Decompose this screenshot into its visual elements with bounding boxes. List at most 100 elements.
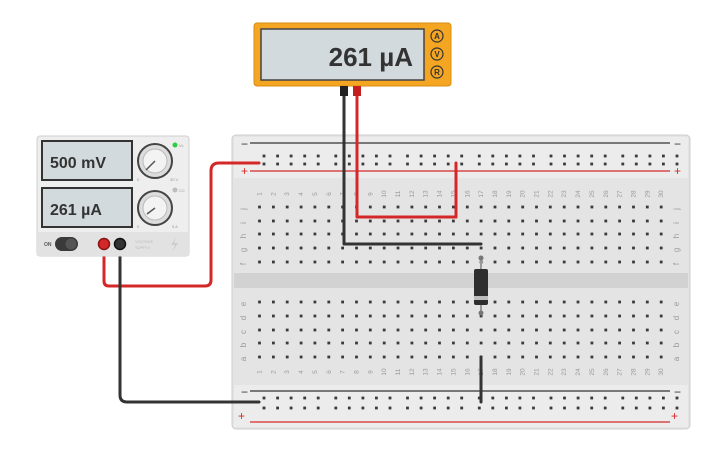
terminal-hole[interactable] (299, 314, 303, 318)
terminal-hole[interactable] (465, 246, 469, 250)
bottom-rail-pos-hole[interactable] (446, 406, 450, 410)
terminal-hole[interactable] (479, 341, 483, 345)
bottom-rail-pos-hole[interactable] (316, 406, 320, 410)
positive-terminal[interactable] (97, 237, 111, 251)
top-rail-neg-hole[interactable] (334, 154, 338, 158)
diode-component[interactable] (474, 255, 488, 316)
terminal-hole[interactable] (507, 246, 511, 250)
terminal-hole[interactable] (272, 328, 275, 332)
terminal-hole[interactable] (548, 355, 552, 359)
terminal-hole[interactable] (313, 300, 317, 304)
top-rail-pos-hole[interactable] (419, 162, 423, 166)
bottom-rail-neg-hole[interactable] (648, 396, 652, 400)
bottom-rail-neg-hole[interactable] (347, 396, 351, 400)
bottom-rail-neg-hole[interactable] (361, 396, 365, 400)
terminal-hole[interactable] (341, 328, 344, 332)
terminal-hole[interactable] (645, 300, 649, 304)
terminal-hole[interactable] (548, 341, 552, 345)
terminal-hole[interactable] (272, 232, 275, 236)
terminal-hole[interactable] (299, 246, 303, 250)
terminal-hole[interactable] (410, 314, 414, 318)
bottom-rail-neg-hole[interactable] (576, 396, 580, 400)
terminal-hole[interactable] (438, 260, 441, 264)
black-probe-terminal[interactable] (340, 86, 348, 96)
top-rail-pos-hole[interactable] (262, 162, 266, 166)
terminal-hole[interactable] (396, 260, 400, 264)
terminal-hole[interactable] (590, 328, 594, 332)
terminal-hole[interactable] (632, 341, 635, 345)
bottom-rail-neg-hole[interactable] (662, 396, 665, 400)
bottom-rail-neg-hole[interactable] (316, 396, 320, 400)
top-rail-pos-hole[interactable] (375, 162, 378, 166)
terminal-hole[interactable] (562, 314, 566, 318)
terminal-hole[interactable] (368, 328, 372, 332)
terminal-hole[interactable] (368, 314, 372, 318)
bottom-rail-neg-hole[interactable] (505, 396, 508, 400)
terminal-hole[interactable] (632, 205, 635, 209)
terminal-hole[interactable] (465, 328, 469, 332)
terminal-hole[interactable] (272, 205, 275, 209)
bottom-rail-pos-hole[interactable] (477, 406, 481, 410)
terminal-hole[interactable] (632, 328, 635, 332)
top-rail-neg-hole[interactable] (662, 154, 665, 158)
terminal-hole[interactable] (562, 246, 566, 250)
terminal-hole[interactable] (341, 314, 344, 318)
terminal-hole[interactable] (618, 341, 621, 345)
terminal-hole[interactable] (562, 232, 566, 236)
terminal-hole[interactable] (548, 314, 552, 318)
terminal-hole[interactable] (548, 300, 552, 304)
terminal-hole[interactable] (258, 246, 261, 250)
top-rail-neg-hole[interactable] (590, 154, 594, 158)
terminal-hole[interactable] (645, 314, 649, 318)
terminal-hole[interactable] (438, 341, 441, 345)
terminal-hole[interactable] (382, 232, 386, 236)
terminal-hole[interactable] (548, 260, 552, 264)
terminal-hole[interactable] (396, 355, 400, 359)
terminal-hole[interactable] (438, 219, 441, 223)
terminal-hole[interactable] (590, 314, 594, 318)
terminal-hole[interactable] (507, 300, 511, 304)
bottom-rail-pos-hole[interactable] (603, 406, 607, 410)
terminal-hole[interactable] (521, 341, 525, 345)
bottom-rail-neg-hole[interactable] (303, 396, 307, 400)
terminal-hole[interactable] (258, 328, 261, 332)
terminal-hole[interactable] (548, 205, 552, 209)
bottom-rail-neg-hole[interactable] (289, 396, 293, 400)
top-rail-pos-hole[interactable] (460, 162, 464, 166)
top-rail-pos-hole[interactable] (662, 162, 665, 166)
top-rail-pos-hole[interactable] (675, 162, 679, 166)
terminal-hole[interactable] (465, 300, 469, 304)
terminal-hole[interactable] (313, 246, 317, 250)
terminal-hole[interactable] (590, 232, 594, 236)
terminal-hole[interactable] (258, 260, 261, 264)
top-rail-neg-hole[interactable] (419, 154, 423, 158)
bottom-rail-pos-hole[interactable] (590, 406, 594, 410)
top-rail-neg-hole[interactable] (316, 154, 320, 158)
terminal-hole[interactable] (479, 205, 483, 209)
terminal-hole[interactable] (590, 219, 594, 223)
terminal-hole[interactable] (327, 205, 331, 209)
terminal-hole[interactable] (507, 232, 511, 236)
meter-black-probe-wire[interactable] (342, 88, 483, 246)
terminal-hole[interactable] (493, 205, 497, 209)
top-rail-neg-hole[interactable] (433, 154, 436, 158)
terminal-hole[interactable] (479, 314, 483, 318)
terminal-hole[interactable] (410, 232, 414, 236)
bottom-rail-pos-hole[interactable] (289, 406, 293, 410)
mode-button-resistance[interactable] (430, 65, 444, 79)
terminal-hole[interactable] (604, 246, 608, 250)
terminal-hole[interactable] (438, 246, 441, 250)
bottom-rail-neg-hole[interactable] (675, 396, 679, 400)
terminal-hole[interactable] (645, 219, 649, 223)
bottom-rail-pos-hole[interactable] (491, 406, 495, 410)
terminal-hole[interactable] (327, 300, 331, 304)
terminal-hole[interactable] (313, 205, 317, 209)
bottom-rail-pos-hole[interactable] (262, 406, 266, 410)
terminal-hole[interactable] (604, 341, 608, 345)
breadboard-holes[interactable] (258, 154, 679, 410)
terminal-hole[interactable] (452, 300, 455, 304)
terminal-hole[interactable] (272, 314, 275, 318)
top-rail-neg-hole[interactable] (347, 154, 351, 158)
bottom-rail-pos-hole[interactable] (675, 406, 679, 410)
terminal-hole[interactable] (618, 300, 621, 304)
